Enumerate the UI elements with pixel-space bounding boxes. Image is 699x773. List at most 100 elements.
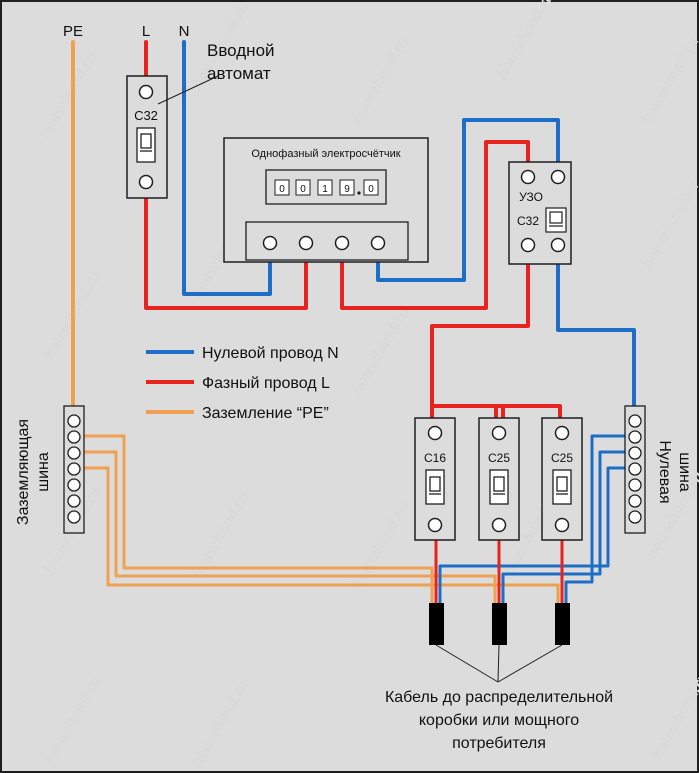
meter-digit-cell	[317, 179, 333, 196]
meter-digit-cell	[363, 179, 379, 196]
neutral-bus: Нулевая шина	[624, 405, 693, 534]
pe-label: PE	[63, 23, 83, 40]
input-breaker-lever-slot	[136, 127, 156, 163]
input-breaker-title-1: Вводной	[207, 41, 275, 60]
ground-bus-terminal	[67, 478, 81, 492]
branch-breaker-bottom-terminal	[491, 517, 507, 533]
ground-bus-terminal	[67, 510, 81, 524]
cable-sheath-2	[492, 603, 507, 645]
input-breaker-lever	[140, 133, 152, 149]
ground-bus: Заземляющая шина	[15, 405, 85, 534]
n-branch-wire-2	[501, 450, 636, 607]
neutral-bus-terminal	[628, 510, 642, 524]
ground-bus-label-1: Заземляющая	[15, 419, 32, 525]
meter-digit: 0	[300, 184, 306, 195]
l-breaker-to-meter-wire	[144, 180, 308, 310]
meter-title: Однофазный электросчётчик	[251, 148, 400, 160]
branch-breaker-1: C16	[414, 417, 456, 541]
branch-breaker-bottom-terminal	[427, 517, 443, 533]
meter-digit-cell	[274, 179, 290, 196]
branch-breaker-top-terminal	[554, 425, 570, 441]
cable-caption-line-1: Кабель до распределительной	[385, 689, 613, 706]
branch-breaker-lever-slot	[425, 469, 445, 505]
branch-breaker-lever-slot	[552, 469, 572, 505]
legend-text-ground: Заземление “PE”	[202, 405, 329, 422]
meter-digit: 1	[322, 184, 328, 195]
meter-digit: 0	[279, 184, 285, 195]
branch-breaker-lever	[429, 476, 441, 492]
rcd-terminal-top-n	[550, 169, 566, 185]
meter-digit-cell	[295, 179, 311, 196]
branch-breaker-rating: C25	[488, 451, 510, 465]
branch-breaker-2: C25	[478, 417, 520, 541]
branch-breaker-lever	[556, 476, 568, 492]
n-branch-wire-1	[564, 434, 636, 607]
meter-decimal-point	[357, 191, 361, 195]
neutral-bus-terminal	[628, 414, 642, 428]
branch-breaker-top-terminal	[427, 425, 443, 441]
input-breaker-top-terminal	[138, 84, 154, 100]
pe-branch-wire-1	[71, 434, 434, 607]
input-breaker-bottom-terminal	[138, 174, 154, 190]
input-breaker: C32 Вводной автомат	[126, 41, 275, 199]
rcd-terminal-bottom-n	[550, 237, 566, 253]
rcd-terminal-top-l	[520, 169, 536, 185]
l-label: L	[142, 23, 150, 40]
cable-sheath-1	[429, 603, 444, 645]
n-meter-to-rcd-wire	[376, 118, 560, 282]
pe-branch-wire-3	[71, 466, 560, 607]
legend: Нулевой провод N Фазный провод L Заземле…	[146, 345, 339, 422]
cable-caption: Кабель до распределительной коробки или …	[385, 689, 613, 752]
branch-breaker-rating: C25	[551, 451, 573, 465]
cable-pointer-2	[497, 644, 500, 683]
cable-pointer-3	[497, 644, 563, 683]
cable-caption-line-3: потребителя	[452, 735, 546, 752]
branch-breaker-bottom-terminal	[554, 517, 570, 533]
ground-bus-terminal	[67, 462, 81, 476]
electricity-meter: Однофазный электросчётчик 0 0 1 9 0	[223, 137, 429, 263]
input-breaker-rating: C32	[134, 108, 158, 123]
meter-terminal-n-in	[262, 235, 278, 251]
neutral-bus-terminal	[628, 430, 642, 444]
rcd: УЗО C32	[508, 161, 572, 265]
ground-bus-label-2: шина	[35, 452, 52, 492]
neutral-bus-label-2: шина	[676, 452, 693, 492]
branch-breaker-lever	[493, 476, 505, 492]
input-breaker-title-2: автомат	[207, 64, 271, 83]
cables	[429, 603, 570, 683]
meter-digit-cell	[339, 179, 355, 196]
l-meter-to-rcd-wire	[340, 140, 530, 310]
cable-caption-line-2: коробки или мощного	[419, 712, 579, 729]
ground-bus-terminal	[67, 494, 81, 508]
branch-breaker-top-terminal	[491, 425, 507, 441]
meter-digit: 9	[344, 184, 350, 195]
meter-digit: 0	[368, 184, 374, 195]
ground-bus-terminal	[67, 430, 81, 444]
neutral-bus-terminal	[628, 478, 642, 492]
n-label: N	[179, 23, 190, 40]
rcd-label: УЗО	[519, 190, 543, 204]
neutral-bus-terminal	[628, 462, 642, 476]
branch-breaker-rating: C16	[424, 451, 446, 465]
n-branch-wire-3	[438, 466, 636, 607]
n-rcd-to-bus-wire	[556, 242, 636, 414]
rcd-lever	[549, 211, 563, 224]
neutral-bus-label-1: Нулевая	[656, 440, 673, 503]
branch-breaker-3: C25	[541, 417, 583, 541]
meter-terminal-l-in	[298, 235, 314, 251]
n-input-wire	[182, 40, 272, 296]
meter-terminal-l-out	[334, 235, 350, 251]
rcd-terminal-bottom-l	[520, 237, 536, 253]
cable-pointer-1	[435, 644, 499, 683]
cable-sheath-3	[555, 603, 570, 645]
meter-terminal-n-out	[370, 235, 386, 251]
legend-text-neutral: Нулевой провод N	[202, 345, 339, 362]
rcd-rating: C32	[517, 214, 539, 228]
meter-digits: 0 0 1 9 0	[274, 179, 379, 196]
neutral-bus-terminal	[628, 494, 642, 508]
ground-bus-terminal	[67, 414, 81, 428]
